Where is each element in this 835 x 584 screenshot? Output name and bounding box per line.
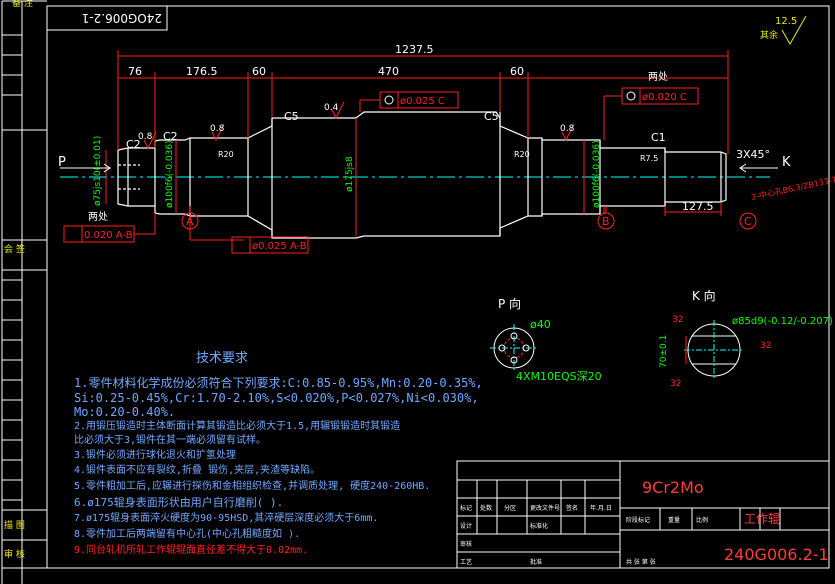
dim-seg3: 60 (252, 65, 266, 78)
roughness-08-a: 0.8 (138, 132, 153, 142)
dim-seg1: 76 (128, 65, 142, 78)
two-places-right: 两处 (648, 71, 668, 83)
dim-seg4: 470 (378, 65, 399, 78)
k-roughness-a: 32 (672, 315, 683, 325)
tb-approve: 批准 (530, 558, 542, 566)
radius-r20-b: R20 (514, 150, 530, 159)
frame-label-countersign: 会 签 (4, 243, 25, 255)
p-view-dia: ø40 (530, 318, 551, 331)
chamfer-3x45: 3X45° (736, 148, 770, 161)
requirement-line: 6.ø175辊身表面形状由用户自行磨削( ). (74, 496, 284, 509)
tb-sheets: 共 张 第 张 (626, 558, 656, 566)
roughness-08-b: 0.8 (210, 124, 225, 134)
runout-right: ø0.020 C (642, 92, 687, 103)
corner-roughness-label: 其余 (760, 29, 778, 41)
k-roughness-b: 32 (760, 341, 771, 351)
tb-scale: 比例 (696, 516, 708, 524)
shaft-outline (117, 111, 727, 239)
tb-standardize: 标准化 (530, 522, 548, 530)
view-arrow-p: P (58, 155, 66, 170)
k-view-dia: ø85d9(-0.12/-0.207) (732, 316, 833, 327)
chamfer-c5-a: C5 (284, 110, 299, 123)
k-view (684, 320, 744, 380)
dim-right-end: 127.5 (682, 200, 714, 213)
dia-neck-right: ø100f6(-0.036) (592, 140, 602, 208)
tb-row-label: 年.月.日 (590, 504, 612, 512)
tb-designer: 设计 (460, 522, 472, 530)
chamfer-c1: C1 (651, 131, 666, 144)
dim-overall: 1237.5 (395, 43, 434, 56)
requirement-line: Mo:0.20-0.40%. (74, 405, 176, 419)
runout-symbol-icon (384, 95, 394, 105)
requirement-line: 5.零件粗加工后,应辗进行探伤和金相组织检查,并调质处理, 硬度240-260H… (74, 481, 431, 492)
k-view-title: K 向 (692, 288, 716, 303)
requirement-line: 1.零件材料化学成份必须符合下列要求:C:0.85-0.95%,Mn:0.20-… (74, 376, 483, 390)
view-arrows (60, 163, 778, 173)
dim-seg2: 176.5 (186, 65, 218, 78)
tb-row-label: 更改文件号 (530, 504, 560, 512)
corner-roughness-symbol (781, 15, 807, 46)
tb-stage-mark: 阶段标记 (626, 516, 650, 524)
requirements-title: 技术要求 (196, 351, 248, 366)
requirement-line: 7.ø175辊身表面淬火硬度为90-95HSD,其淬硬层深度必须大于6mm. (74, 513, 379, 524)
roughness-04: 0.4 (324, 103, 339, 113)
chamfer-c2-b: C2 (163, 130, 178, 143)
drawing-number: 240G006.2-1 (724, 545, 829, 564)
p-view-title: P 向 (498, 296, 521, 311)
tb-weight: 重量 (668, 516, 680, 524)
part-name: 工作辊 (744, 512, 780, 526)
two-places-left: 两处 (88, 211, 108, 223)
dia-neck-left: ø100f6(-0.036) (165, 140, 175, 208)
view-arrow-k: K (782, 155, 791, 170)
p-view-thread: 4XM10EQS深20 (516, 370, 602, 383)
runout-left: 0.020 A-B (84, 230, 133, 241)
datum-c: C (744, 215, 752, 228)
corner-code: 24OG006.2-1 (82, 11, 162, 25)
tb-process: 工艺 (460, 558, 472, 566)
tb-row-label: 处数 (480, 504, 492, 512)
title-block (456, 460, 830, 569)
roughness-08-c: 0.8 (560, 124, 575, 134)
material: 9Cr2Mo (642, 478, 704, 497)
dim-seg5: 60 (510, 65, 524, 78)
tb-row-label: 标记 (460, 504, 472, 512)
corner-roughness-value: 12.5 (775, 16, 797, 27)
frame-label-check: 审 核 (4, 548, 25, 560)
datum-markers (181, 206, 757, 230)
requirement-line: 9.同台轧机所轧工作辊辊面直径差不得大于0.02mm. (74, 545, 309, 556)
p-view (490, 324, 538, 372)
dimension-lines (105, 50, 729, 241)
dia-left: ø75js10(±0.01) (93, 136, 103, 206)
radius-r75: R7.5 (640, 154, 658, 163)
requirement-line: 8.零件加工后两端留有中心孔(中心孔粗糙度如 ). (74, 529, 301, 540)
tolerance-frames (63, 87, 699, 254)
tb-review: 审核 (460, 540, 472, 548)
requirement-line: 3.锻件必须进行球化退火和扩氢处理 (74, 450, 237, 461)
requirement-line: 2.用锻压锻造时主体断面计算其锻造比必须大于1.5,用辗锻锻造时其锻造 (74, 421, 401, 432)
datum-b: B (602, 215, 610, 228)
frame-label-remarks: 备 注 (12, 0, 33, 9)
frame-label-trace: 描 图 (4, 519, 25, 531)
tb-row-label: 分区 (504, 504, 516, 512)
runout-bottom: ø0.025 A-B (252, 241, 307, 252)
k-view-height: 70±0.1 (659, 335, 669, 368)
k-roughness-c: 32 (670, 379, 681, 389)
requirement-line: 4.锻件表面不应有裂纹,折叠 锻伤,夹层,夹渣等缺陷。 (74, 465, 321, 476)
datum-a: A (186, 215, 194, 228)
chamfer-c5-b: C5 (484, 110, 499, 123)
requirement-line: Si:0.25-0.45%,Cr:1.70-2.10%,S<0.020%,P<0… (74, 391, 479, 405)
radius-r20-a: R20 (218, 150, 234, 159)
requirement-line: 比必须大于3,锻件在其一端必须留有试样。 (74, 435, 267, 446)
chamfer-c2-a: C2 (126, 138, 141, 151)
runout-symbol-icon (626, 91, 636, 101)
tb-row-label: 签名 (566, 504, 578, 512)
dia-body: ø175js8 (345, 156, 355, 192)
roughness-symbols (143, 101, 575, 150)
runout-body: ø0.025 C (400, 96, 445, 107)
